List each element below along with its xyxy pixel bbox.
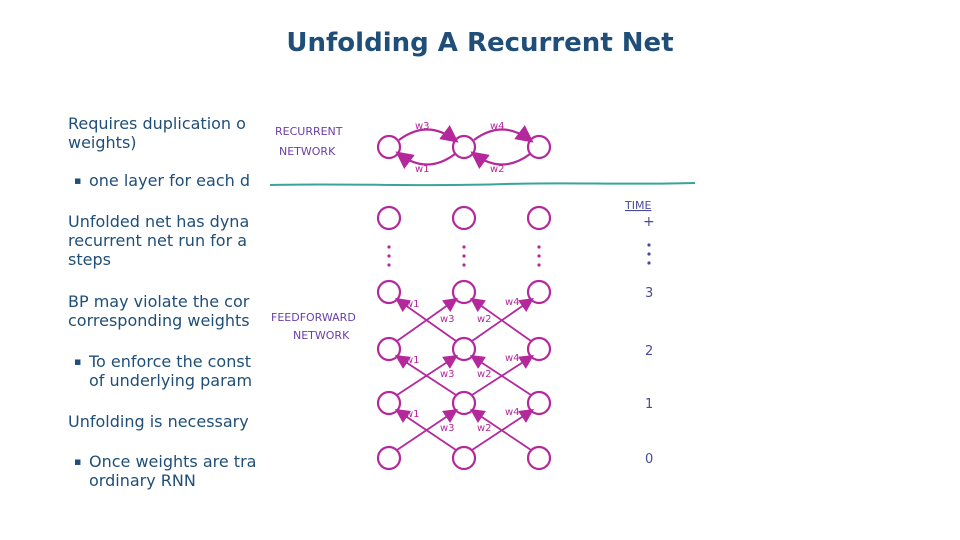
unfolded-node-t2-a xyxy=(376,336,402,362)
recurrent-node-3 xyxy=(526,134,552,160)
bullet-duplication: Requires duplication o weights) xyxy=(68,114,246,152)
edge-t0-t1-4 xyxy=(470,408,532,451)
weight-label-t1-w2: w2 xyxy=(477,423,492,434)
feedforward-label-2: NETWORK xyxy=(293,329,350,342)
unfolded-dots xyxy=(387,245,541,267)
unfolded-node-t0-c xyxy=(526,445,552,471)
weight-label-t2-w4: w4 xyxy=(505,353,520,364)
edge-rec-top-2 xyxy=(473,125,534,143)
weight-label-rec-w1: w1 xyxy=(415,164,430,175)
weight-label-t1-w3: w3 xyxy=(440,423,455,434)
unfolded-node-top-3 xyxy=(526,205,552,231)
recurrent-node-2 xyxy=(451,134,477,160)
time-value-1: 1 xyxy=(645,397,653,412)
bullet-duplication-line2: weights) xyxy=(68,133,137,152)
weight-label-t1-w4: w4 xyxy=(505,407,520,418)
bullet-bp-line2: corresponding weights xyxy=(68,311,250,330)
edge-t1-t2-4 xyxy=(469,355,532,396)
recurrent-node-1 xyxy=(376,134,402,160)
sub-bullet-layer-text: one layer for each d xyxy=(89,171,250,190)
sub-bullet-once: ▪ Once weights are tra ordinary RNN xyxy=(74,452,256,490)
sub-bullet-once-line2: ordinary RNN xyxy=(89,471,196,490)
bullet-marker: ▪ xyxy=(74,355,82,368)
bullet-unfolded-line3: steps xyxy=(68,250,111,269)
slide-title: Unfolding A Recurrent Net xyxy=(286,28,674,58)
recurrent-label-2: NETWORK xyxy=(279,145,336,158)
edge-t1-t2-2 xyxy=(394,355,457,396)
bullet-bp-line1: BP may violate the cor xyxy=(68,292,250,311)
feedforward-label-1: FEEDFORWARD xyxy=(271,311,356,324)
unfolded-node-t1-a xyxy=(376,390,402,416)
unfolded-node-t1-b xyxy=(451,390,477,416)
unfolded-node-t3-a xyxy=(376,279,402,305)
time-dots xyxy=(647,243,651,265)
recurrent-label-1: RECURRENT xyxy=(275,125,343,138)
bullet-unfolded: Unfolded net has dyna recurrent net run … xyxy=(68,212,249,269)
edge-t2-t3-4 xyxy=(470,297,532,342)
edge-rec-bottom-2 xyxy=(470,151,531,169)
sub-bullet-enforce-line1: To enforce the const xyxy=(89,352,251,371)
edge-t2-t3-2 xyxy=(395,297,457,342)
weight-label-t1-w1: w1 xyxy=(405,409,420,420)
sub-bullet-once-line1: Once weights are tra xyxy=(89,452,257,471)
time-value-0: 0 xyxy=(645,452,653,467)
weight-label-t3-w3: w3 xyxy=(440,314,455,325)
weight-label-rec-w4: w4 xyxy=(490,121,505,132)
bullet-unfolded-line1: Unfolded net has dyna xyxy=(68,212,250,231)
unfolded-node-top-2 xyxy=(451,205,477,231)
weight-label-t3-w2: w2 xyxy=(477,314,492,325)
edge-rec-bottom-1 xyxy=(395,151,456,169)
edge-t0-t1-2 xyxy=(395,408,457,451)
weight-label-t2-w1: w1 xyxy=(405,355,420,366)
weight-label-rec-w3: w3 xyxy=(415,121,430,132)
time-value-2: 2 xyxy=(645,344,653,359)
unfolded-node-t0-a xyxy=(376,445,402,471)
sub-bullet-enforce: ▪ To enforce the const of underlying par… xyxy=(74,352,252,390)
time-value-3: 3 xyxy=(645,286,653,301)
unfolded-node-t3-b xyxy=(451,279,477,305)
bullet-unfolded-line2: recurrent net run for a xyxy=(68,231,248,250)
time-plus: + xyxy=(643,214,655,230)
divider-line xyxy=(269,182,696,187)
weight-label-t2-w2: w2 xyxy=(477,369,492,380)
edge-rec-top-1 xyxy=(398,125,459,143)
weight-label-rec-w2: w2 xyxy=(490,164,505,175)
unfolded-node-t2-c xyxy=(526,336,552,362)
sub-bullet-enforce-line2: of underlying param xyxy=(89,371,253,390)
unfolded-node-t3-c xyxy=(526,279,552,305)
unfolding-diagram: RECURRENT NETWORK w3 w4 w1 w2 TIME + 3 xyxy=(265,97,698,490)
time-label: TIME xyxy=(624,199,651,212)
unfolded-node-t0-b xyxy=(451,445,477,471)
bullet-marker: ▪ xyxy=(74,455,82,468)
unfolded-node-t1-c xyxy=(526,390,552,416)
unfolded-node-top-1 xyxy=(376,205,402,231)
weight-label-t3-w4: w4 xyxy=(505,297,520,308)
weight-label-t3-w1: w1 xyxy=(405,299,420,310)
sub-bullet-layer: ▪ one layer for each d xyxy=(74,171,250,190)
weight-label-t2-w3: w3 xyxy=(440,369,455,380)
bullet-unfolding-text: Unfolding is necessary xyxy=(68,412,249,431)
diagram-svg: RECURRENT NETWORK w3 w4 w1 w2 TIME + 3 xyxy=(269,121,696,471)
bullet-bp: BP may violate the cor corresponding wei… xyxy=(68,292,250,330)
unfolded-node-t2-b xyxy=(451,336,477,362)
bullet-marker: ▪ xyxy=(74,174,82,187)
bullet-duplication-line1: Requires duplication o xyxy=(68,114,246,133)
bullet-unfolding-necessary: Unfolding is necessary xyxy=(68,412,249,431)
